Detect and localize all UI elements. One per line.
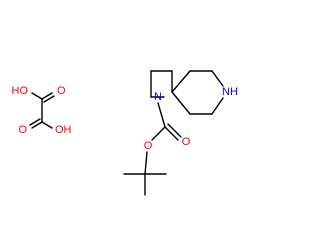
oxalic-lower-c-o-double-bond-b: [29, 118, 41, 126]
oxalic-upper-c-o-double-bond-b: [43, 95, 55, 103]
piperidine-bond-6: [171, 91, 191, 115]
carbonyl-double-bond-b: [167, 123, 182, 138]
piperidine-bond-4: [211, 97, 224, 115]
piperidine-nh-label: NH: [222, 86, 238, 98]
spiro-core-bonds: [150, 70, 224, 115]
boc-ester-oxygen-label: O: [144, 140, 153, 152]
oxalic-acid-bonds: [29, 92, 55, 129]
oxalic-carbonyl-oxygen-lower: O: [18, 124, 27, 136]
n-carbonyl-bond: [157, 102, 166, 128]
piperidine-bond-1: [171, 70, 191, 93]
atom-labels: HO O O OH N NH O O: [12, 85, 238, 152]
oxalic-upper-c-o-double-bond-a: [41, 92, 53, 100]
ester-o-tbu-bond: [144, 151, 148, 175]
oxalic-lower-c-o-double-bond-a: [31, 121, 43, 129]
piperidine-bond-3: [211, 70, 224, 87]
boc-carbonyl-oxygen-label: O: [182, 136, 191, 148]
oxalic-hydroxyl-label-lower: OH: [55, 124, 72, 136]
azetidine-nitrogen-label: N: [154, 91, 162, 103]
molecule-drawing: HO O O OH N NH O O: [12, 70, 238, 196]
boc-group-bonds: [123, 102, 182, 196]
oxalic-upper-c-oh-bond: [31, 92, 43, 100]
carbonyl-ester-o-bond: [151, 126, 166, 141]
oxalic-carbonyl-oxygen-upper: O: [57, 85, 66, 97]
carbonyl-double-bond-a: [164, 126, 179, 141]
oxalic-hydroxyl-label-upper: HO: [12, 85, 29, 97]
oxalic-lower-c-oh-bond: [41, 121, 53, 129]
